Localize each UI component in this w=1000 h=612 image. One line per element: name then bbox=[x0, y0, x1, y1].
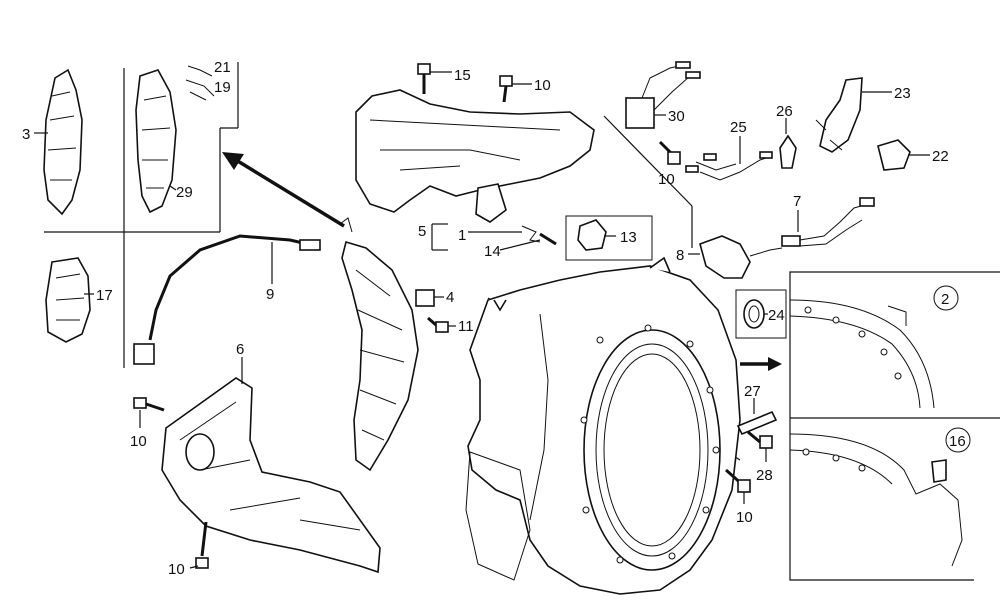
part-23-bracket bbox=[815, 77, 892, 153]
part-27-plate bbox=[736, 398, 778, 436]
callout-21: 21 bbox=[214, 59, 231, 76]
callout-27: 27 bbox=[744, 383, 761, 400]
part-13-clamp bbox=[565, 215, 653, 261]
callout-22: 22 bbox=[932, 148, 949, 165]
callout-10-left-lower: 10 bbox=[168, 561, 185, 578]
left-inset-frame bbox=[44, 62, 239, 368]
arrow-to-inset bbox=[222, 152, 345, 228]
part-30-connector bbox=[625, 61, 701, 129]
callout-14: 14 bbox=[484, 243, 501, 260]
callout-8: 8 bbox=[676, 247, 684, 264]
callout-29: 29 bbox=[176, 184, 193, 201]
callout-4: 4 bbox=[446, 289, 454, 306]
part-8-switch bbox=[688, 235, 783, 279]
callout-10-left-upper: 10 bbox=[130, 433, 147, 450]
callout-6: 6 bbox=[236, 341, 244, 358]
part-29-cover-plate bbox=[135, 65, 215, 214]
part-22-holder bbox=[877, 139, 930, 171]
callout-19: 19 bbox=[214, 79, 231, 96]
main-fan-cowl bbox=[465, 256, 741, 595]
callout-5: 5 bbox=[418, 223, 426, 240]
part-25-wire bbox=[685, 136, 773, 181]
side-shroud bbox=[339, 217, 419, 472]
callout-7: 7 bbox=[793, 193, 801, 210]
callout-25: 25 bbox=[730, 119, 747, 136]
callout-28: 28 bbox=[756, 467, 773, 484]
bracket-leaders bbox=[431, 223, 557, 251]
part-28-bolt bbox=[747, 430, 773, 462]
part-9-wire bbox=[133, 234, 321, 365]
part-6-lower-shroud bbox=[161, 357, 381, 574]
callout-13: 13 bbox=[620, 229, 637, 246]
callout-10-top: 10 bbox=[534, 77, 551, 94]
part-11-screw bbox=[427, 316, 456, 334]
callout-2: 2 bbox=[941, 291, 949, 308]
callout-17: 17 bbox=[96, 287, 113, 304]
bolt-10-upper-left bbox=[133, 397, 165, 428]
bolt-10-top bbox=[499, 75, 532, 103]
right-inset-panels bbox=[789, 271, 1000, 581]
bolt-10-lower-right bbox=[725, 468, 751, 504]
part-24-grommet bbox=[735, 289, 787, 339]
callout-10-lower-right: 10 bbox=[736, 509, 753, 526]
part-26-clip bbox=[779, 118, 797, 169]
bolt-10-lower-left bbox=[189, 521, 209, 569]
callout-11: 11 bbox=[458, 318, 474, 335]
bolt-10-right-upper bbox=[658, 140, 681, 165]
callout-23: 23 bbox=[894, 85, 911, 102]
callout-26: 26 bbox=[776, 103, 793, 120]
part-3-cover-plate bbox=[34, 68, 83, 216]
part-17-cover-plate bbox=[45, 257, 94, 343]
bolt-15 bbox=[417, 63, 452, 94]
callout-16: 16 bbox=[949, 433, 966, 450]
callout-15: 15 bbox=[454, 67, 471, 84]
callout-30: 30 bbox=[668, 108, 685, 125]
callout-1: 1 bbox=[458, 227, 466, 244]
callout-9: 9 bbox=[266, 286, 274, 303]
arrow-to-right-inset bbox=[740, 357, 782, 371]
part-7-wire bbox=[781, 197, 875, 247]
part-4-clip bbox=[415, 289, 444, 307]
callout-24: 24 bbox=[768, 307, 785, 324]
top-bracket bbox=[355, 89, 595, 223]
callout-3: 3 bbox=[22, 126, 30, 143]
